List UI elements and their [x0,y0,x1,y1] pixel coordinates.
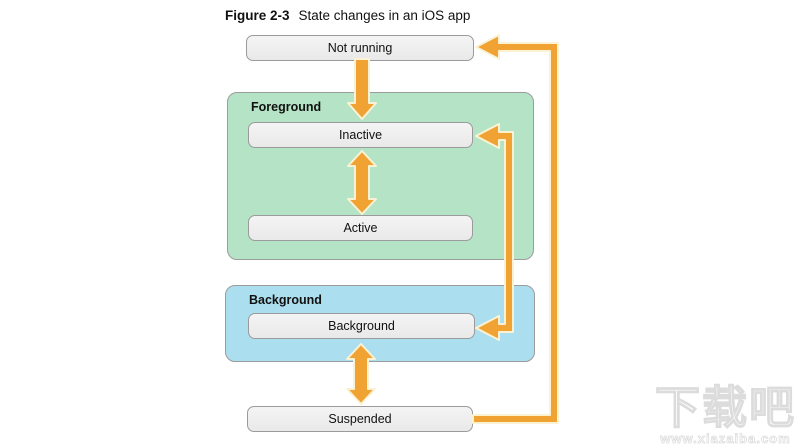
state-node-inactive: Inactive [248,122,473,148]
group-background-label: Background [249,293,322,307]
figure-caption: State changes in an iOS app [298,8,471,23]
state-node-background: Background [248,313,475,339]
figure-title: Figure 2-3 State changes in an iOS app [225,8,470,23]
state-node-suspended: Suspended [247,406,473,432]
state-node-not-running: Not running [246,35,474,61]
state-node-active: Active [248,215,473,241]
watermark-text: 下载吧 [654,381,796,433]
figure-label: Figure 2-3 [225,8,290,23]
watermark: 下载吧 www.xiazaiba.com [654,381,796,447]
watermark-url: www.xiazaiba.com [660,431,791,447]
group-foreground-label: Foreground [251,100,322,114]
